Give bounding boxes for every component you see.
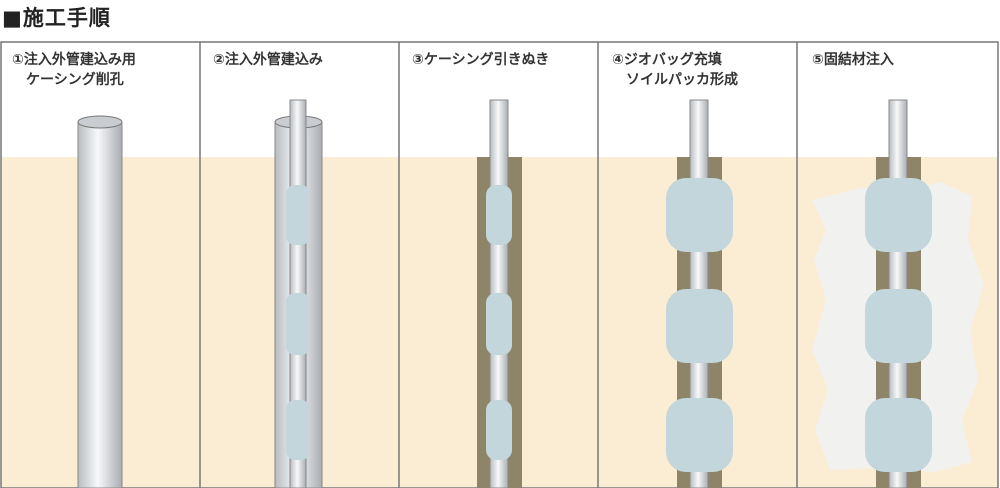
page-title: ■施工手順 — [2, 6, 111, 30]
panel-dividers — [199, 42, 798, 488]
geobag — [865, 289, 932, 363]
casing-pipe — [77, 115, 123, 488]
geobag — [486, 293, 512, 355]
geobag — [486, 400, 512, 460]
outer-pipe-casing-removed — [477, 99, 522, 488]
geobag — [286, 293, 310, 355]
grout-injected — [812, 99, 984, 488]
geobag — [666, 289, 733, 363]
geobag — [865, 398, 932, 472]
soil-packer-formed — [666, 99, 733, 488]
step-2-label: ②注入外管建込み — [213, 52, 323, 68]
geobag — [865, 178, 932, 252]
geobag — [666, 398, 733, 472]
step-4-label: ④ジオバッグ充填 ソイルパッカ形成 — [612, 52, 738, 88]
geobag — [486, 185, 512, 245]
geobag — [286, 185, 310, 245]
geobag — [286, 400, 310, 460]
frame — [0, 41, 999, 488]
casing-with-outer-pipe — [274, 99, 323, 488]
step-1-label: ①注入外管建込み用 ケーシング削孔 — [12, 52, 136, 88]
geobag — [666, 178, 733, 252]
step-5-label: ⑤固結材注入 — [812, 52, 894, 68]
step-3-label: ③ケーシング引きぬき — [412, 52, 550, 68]
